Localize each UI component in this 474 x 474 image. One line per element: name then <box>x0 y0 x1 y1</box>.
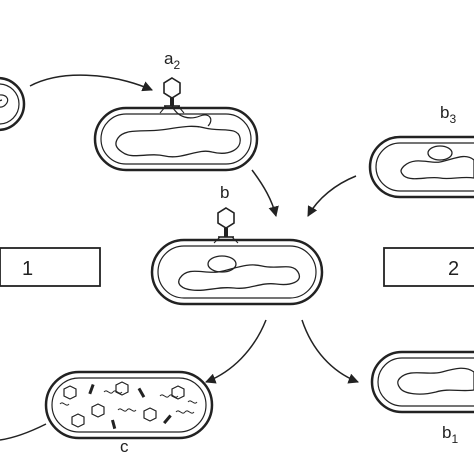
cell-b3 <box>368 135 474 199</box>
cell-c <box>44 370 214 440</box>
label-b3: b3 <box>440 103 456 126</box>
arrow-c-to-left <box>0 423 47 441</box>
label-b: b <box>220 183 229 202</box>
arrow-b-to-c <box>205 319 267 384</box>
cell-a2 <box>93 105 259 172</box>
arrows <box>0 74 359 441</box>
phage-a2-icon <box>159 77 185 114</box>
cell-b <box>150 238 324 306</box>
box-2 <box>383 247 474 287</box>
box-2-label: 2 <box>448 258 459 280</box>
box-1-label: 1 <box>22 258 33 280</box>
arrow-b3-to-b <box>307 175 357 217</box>
label-b1: b1 <box>442 423 458 446</box>
arrow-b-to-b1 <box>301 319 359 384</box>
cell-b1 <box>370 350 474 414</box>
phage-b-icon <box>213 207 239 244</box>
arrow-left-to-a2 <box>29 74 153 92</box>
label-a2: a2 <box>164 49 180 72</box>
arrow-a2-to-b <box>251 169 279 218</box>
box-1 <box>0 247 101 287</box>
partial-cell-left <box>0 76 26 132</box>
label-c: c <box>120 437 129 456</box>
